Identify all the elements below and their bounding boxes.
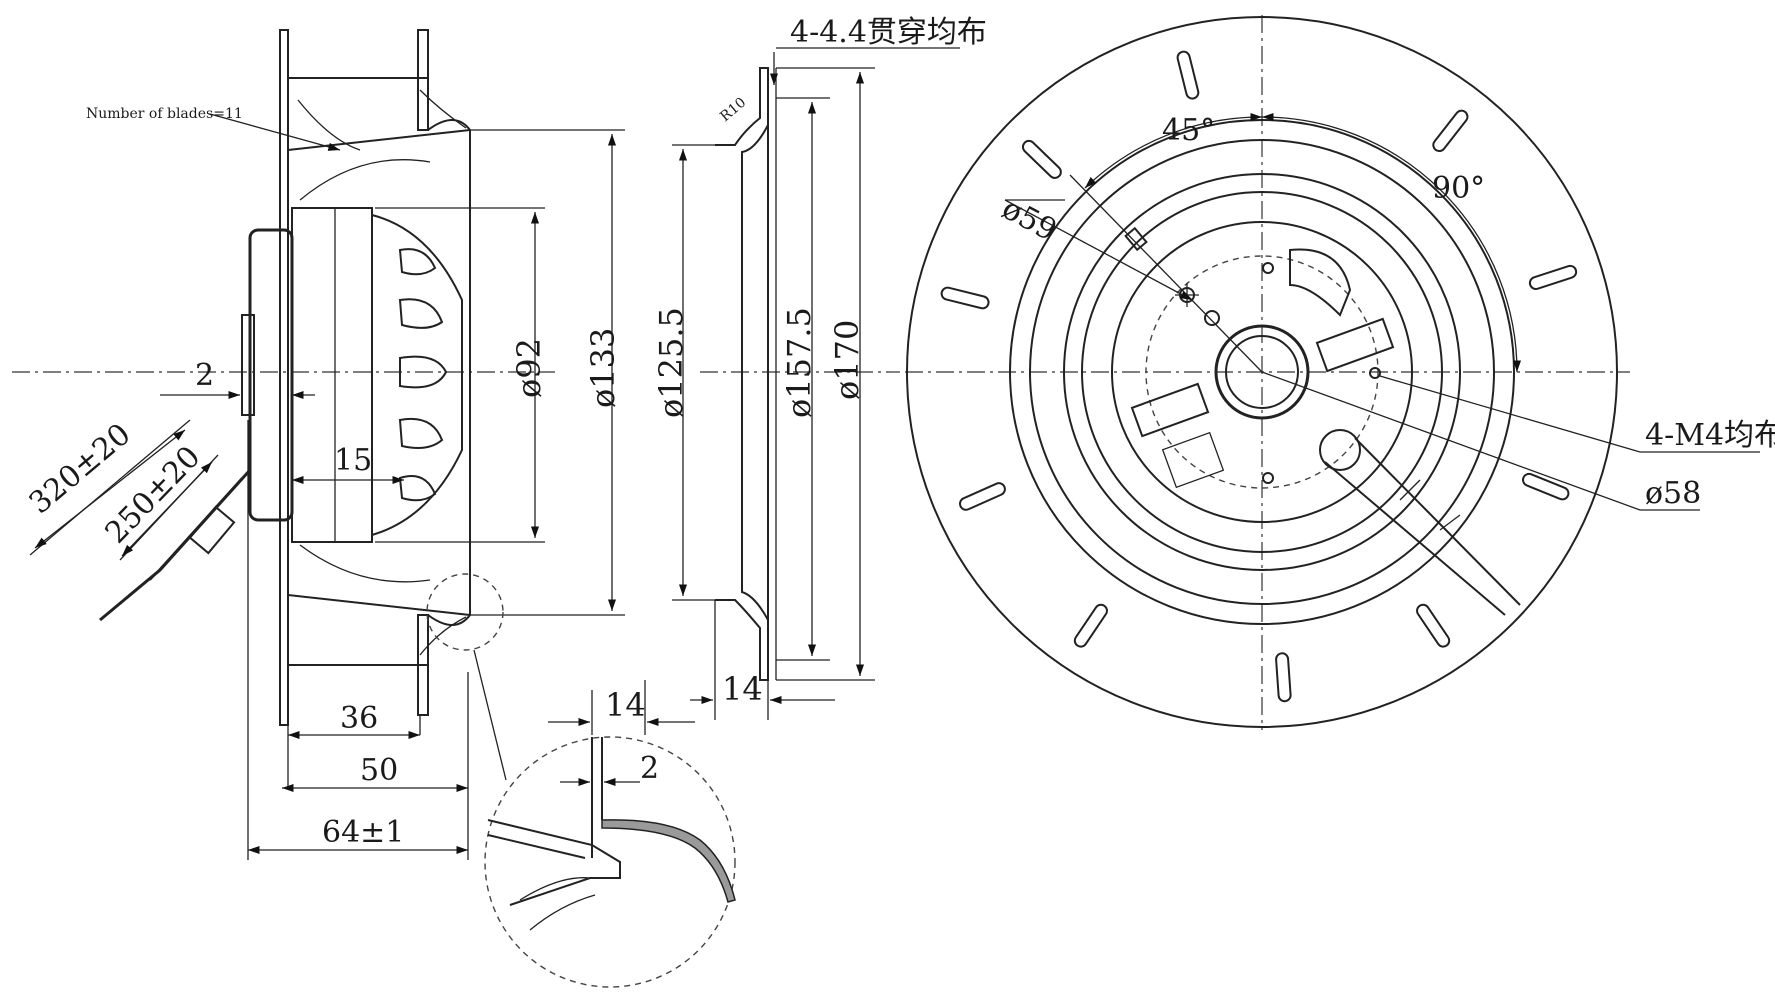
- r10-label: R10: [717, 95, 749, 125]
- dim-2-left: 2: [195, 358, 214, 393]
- dia-58-label: ø58: [1645, 476, 1701, 511]
- dim-64-label: 64±1: [322, 815, 404, 850]
- front-view: 45° 90° ø59 4-M4均布 ø58: [905, 15, 1775, 730]
- holes-4-4-label: 4-4.4贯穿均布: [790, 15, 987, 50]
- side-view: Number of blades=11 2 320±20 250±20 15 3…: [12, 29, 625, 860]
- inlet-ring-section: R10 4-4.4贯穿均布 ø125.5 ø157.5 ø170 14: [652, 15, 987, 720]
- dim-14-top-label: 14: [605, 686, 646, 724]
- detail-view: 14 2: [484, 680, 736, 988]
- dia-170-label: ø170: [828, 320, 866, 400]
- dim-36-label: 36: [340, 701, 378, 736]
- dia-92-label: ø92: [510, 338, 548, 398]
- m4-label: 4-M4均布: [1645, 418, 1775, 453]
- dia-125-5-label: ø125.5: [652, 307, 690, 418]
- dim-50-label: 50: [360, 753, 398, 788]
- angle-45-label: 45°: [1162, 113, 1215, 148]
- angle-90-label: 90°: [1432, 171, 1485, 206]
- detail-2-label: 2: [640, 751, 659, 786]
- dia-133-label: ø133: [584, 328, 622, 408]
- blades-label: Number of blades=11: [86, 106, 243, 122]
- dia-157-5-label: ø157.5: [780, 307, 818, 418]
- dim-14-side-label: 14: [722, 670, 763, 708]
- dim-15-label: 15: [334, 443, 372, 478]
